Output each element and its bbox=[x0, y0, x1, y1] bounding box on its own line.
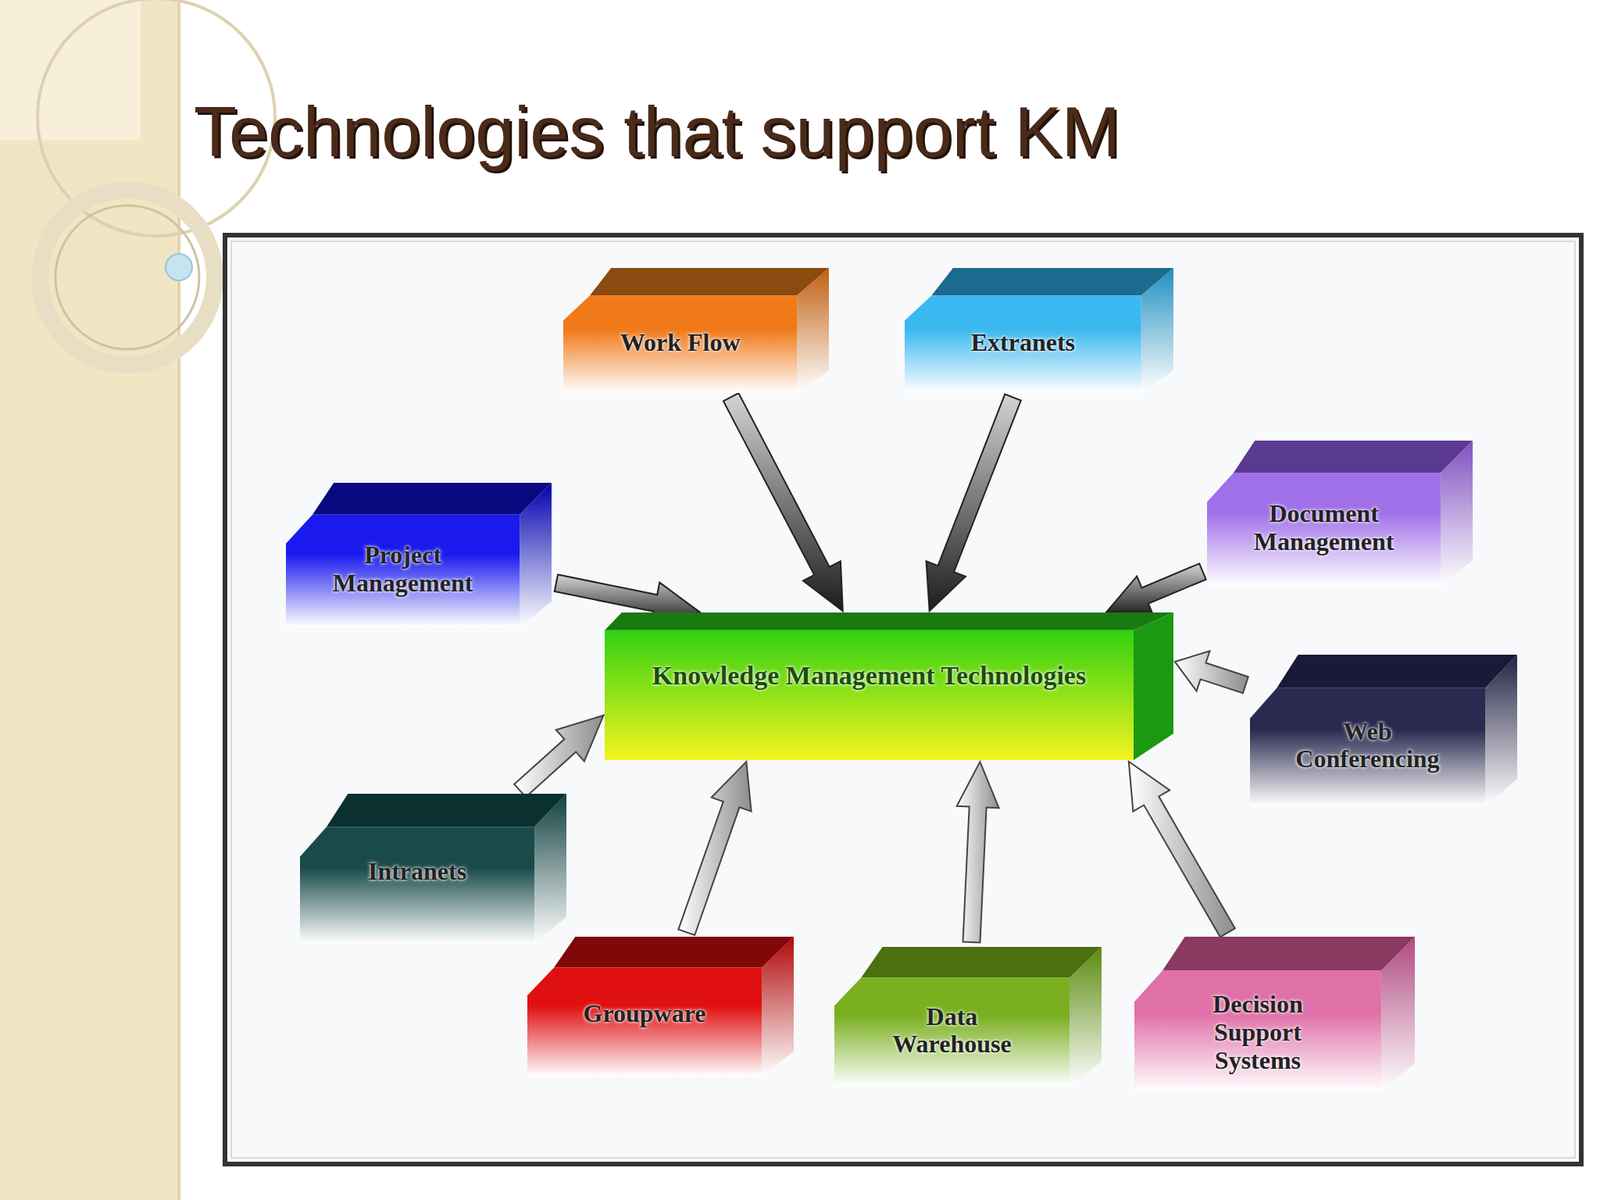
hub-label: Knowledge Management Technologies bbox=[652, 660, 1086, 691]
box-top-face bbox=[589, 267, 829, 296]
box-front-face bbox=[300, 826, 535, 944]
box-label: Intranets bbox=[367, 857, 467, 886]
box-label: Extranets bbox=[971, 328, 1075, 358]
tech-box: Document Management bbox=[1207, 440, 1473, 587]
box-top-face bbox=[1276, 654, 1518, 689]
text-area: Project Management bbox=[285, 514, 520, 628]
box-front-face bbox=[563, 295, 797, 393]
box-label: Web Conferencing bbox=[1281, 717, 1454, 775]
block-arrow bbox=[678, 761, 751, 936]
box-front-face bbox=[904, 295, 1142, 393]
block-arrow bbox=[957, 761, 1000, 943]
block-arrow bbox=[1107, 563, 1207, 615]
block-arrow bbox=[514, 715, 604, 798]
block-arrow bbox=[926, 394, 1022, 611]
tech-box: Extranets bbox=[904, 267, 1174, 393]
tech-box: Decision Support Systems bbox=[1134, 936, 1415, 1092]
box-side-face bbox=[761, 936, 794, 1077]
text-area: Intranets bbox=[300, 826, 535, 944]
tech-box: Project Management bbox=[285, 482, 552, 628]
side-panel-edge bbox=[177, 0, 181, 1200]
block-arrow bbox=[1175, 650, 1249, 693]
decor-dot bbox=[165, 253, 193, 281]
box-top-face bbox=[312, 482, 552, 515]
text-area: Work Flow bbox=[563, 295, 797, 393]
box-top-face bbox=[1162, 936, 1415, 972]
box-side-face bbox=[1069, 946, 1102, 1087]
title-area: Technologies that support KM bbox=[193, 92, 1121, 173]
box-label: Decision Support Systems bbox=[1183, 990, 1333, 1075]
diagram-frame-inner bbox=[231, 241, 1575, 1158]
box-side-face bbox=[1381, 936, 1415, 1092]
box-side-face bbox=[1141, 267, 1174, 393]
slide-title: Technologies that support KM bbox=[193, 92, 1121, 173]
box-front-face bbox=[527, 967, 762, 1077]
box-top-face bbox=[326, 793, 567, 827]
box-side-face bbox=[1485, 654, 1518, 807]
box-side-face bbox=[1440, 440, 1473, 587]
tech-box: Data Warehouse bbox=[834, 946, 1102, 1087]
text-area: Groupware bbox=[527, 967, 762, 1077]
side-panel bbox=[0, 0, 179, 1200]
box-side-face bbox=[1133, 612, 1174, 761]
box-label: Document Management bbox=[1242, 500, 1407, 557]
box-top-face bbox=[604, 612, 1174, 631]
tech-box: Work Flow bbox=[563, 267, 829, 393]
text-area: Decision Support Systems bbox=[1134, 971, 1382, 1092]
text-area: Document Management bbox=[1207, 472, 1441, 587]
box-label: Project Management bbox=[321, 541, 486, 598]
box-label: Groupware bbox=[583, 1000, 707, 1029]
box-top-face bbox=[860, 946, 1102, 978]
box-top-face bbox=[553, 936, 794, 968]
tech-box: Intranets bbox=[300, 793, 567, 944]
box-side-face bbox=[796, 267, 829, 393]
box-side-face bbox=[519, 482, 552, 628]
side-panel-highlight bbox=[0, 0, 141, 141]
box-label: Work Flow bbox=[620, 328, 741, 358]
decor-ring bbox=[39, 189, 215, 365]
text-area: Knowledge Management Technologies bbox=[604, 630, 1134, 761]
tech-box: Web Conferencing bbox=[1250, 654, 1518, 807]
box-front-face bbox=[834, 977, 1070, 1087]
box-side-face bbox=[534, 793, 567, 944]
box-front-face bbox=[1134, 971, 1382, 1092]
text-area: Web Conferencing bbox=[1250, 688, 1486, 807]
diagram-frame bbox=[225, 235, 1582, 1165]
text-area: Data Warehouse bbox=[834, 977, 1070, 1087]
box-front-face bbox=[1207, 472, 1441, 587]
box-label: Data Warehouse bbox=[873, 1003, 1030, 1060]
text-area: Extranets bbox=[904, 295, 1142, 393]
block-arrow bbox=[723, 392, 843, 611]
tech-box: Groupware bbox=[527, 936, 794, 1077]
block-arrow bbox=[1128, 761, 1236, 938]
box-front-face bbox=[604, 630, 1134, 761]
box-front-face bbox=[1250, 688, 1486, 807]
box-front-face bbox=[285, 514, 520, 628]
box-top-face bbox=[1233, 440, 1473, 473]
decor-ring bbox=[55, 205, 200, 350]
tech-box: Knowledge Management Technologies bbox=[604, 612, 1174, 761]
box-top-face bbox=[931, 267, 1174, 296]
